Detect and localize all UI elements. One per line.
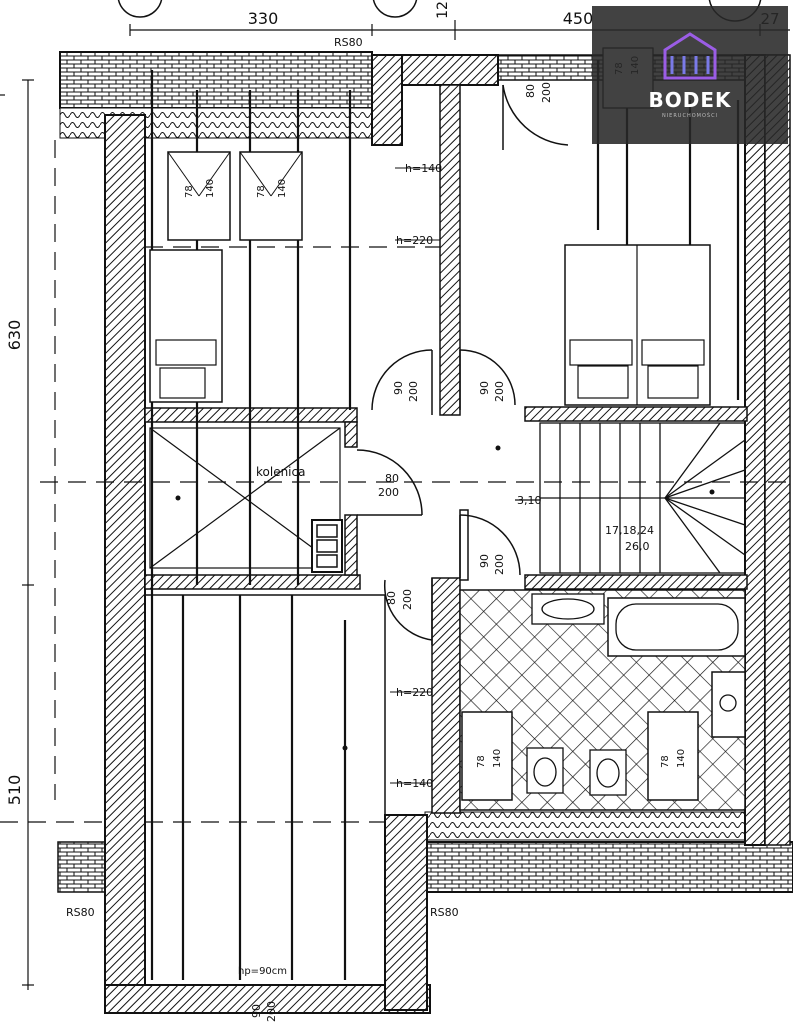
left-dimension-line [0, 79, 34, 990]
window-3-label: 78 [476, 755, 487, 768]
rs80-top-label: RS80 [334, 36, 363, 49]
door-4-height: 200 [378, 486, 399, 499]
house-logo-icon [663, 32, 717, 80]
door-4-width: 80 [385, 472, 399, 485]
boiler [711, 671, 746, 738]
window-1-label: 78 [184, 185, 195, 198]
bed-left [149, 249, 223, 403]
door-2-height: 200 [407, 381, 420, 402]
bidet [589, 749, 627, 796]
window-4-label-h: 140 [676, 749, 687, 768]
window-4-label: 78 [660, 755, 671, 768]
door-5-width: 90 [478, 554, 491, 568]
logo-tagline: NIERUCHOMOŚCI [661, 113, 719, 119]
h140-upper-label: h=140 [405, 162, 442, 175]
window-2-label-h: 140 [277, 179, 288, 198]
roof-window-4 [647, 711, 699, 801]
window-3-label-h: 140 [492, 749, 503, 768]
roof-window-2 [239, 151, 303, 241]
kolenica-label: kolenica [256, 465, 305, 479]
door-7-height: 200 [265, 1001, 278, 1022]
chimney [311, 519, 343, 573]
roof-window-3 [461, 711, 513, 801]
rs80-bottom-left-label: RS80 [66, 906, 95, 919]
dim-top-partial: 12 [435, 1, 451, 19]
stairs-steps-label: 17,18,24 [605, 524, 654, 537]
bed-right [564, 244, 711, 406]
watermark-logo: BODEK NIERUCHOMOŚCI [592, 6, 788, 144]
dim-left-upper: 630 [5, 320, 24, 351]
rs80-bottom-right-label: RS80 [430, 906, 459, 919]
h140-lower-label: h=140 [396, 777, 433, 790]
door-2-width: 90 [392, 381, 405, 395]
h220-upper-label: h=220 [396, 234, 433, 247]
toilet [526, 747, 564, 794]
stairs [515, 422, 746, 574]
bathtub [607, 597, 746, 657]
stairs-height-label: 3,10 [517, 494, 542, 507]
exterior-walls [104, 54, 791, 1014]
door-6-height: 200 [401, 589, 414, 610]
logo-name: BODEK [648, 88, 732, 112]
door-7-width: 90 [250, 1004, 263, 1018]
interior-walls [144, 84, 748, 814]
window-1-label-h: 140 [205, 179, 216, 198]
window-2-label: 78 [256, 185, 267, 198]
door-swings [356, 84, 569, 645]
hp90-label: hp=90cm [238, 966, 287, 977]
lower-left-room [144, 594, 386, 986]
dim-top-left: 330 [248, 9, 279, 28]
door-3-height: 200 [493, 381, 506, 402]
reference-dots [175, 445, 715, 751]
door-5-height: 200 [493, 554, 506, 575]
dim-top-right: 450 [563, 9, 594, 28]
door-1-width: 80 [524, 84, 537, 98]
wardrobe-left [149, 427, 341, 569]
roof-window-1 [167, 151, 231, 241]
h220-lower-label: h=220 [396, 686, 433, 699]
washbasin [531, 593, 605, 625]
stairs-run-label: 26,0 [625, 540, 650, 553]
door-3-width: 90 [478, 381, 491, 395]
door-6-width: 80 [385, 591, 398, 605]
door-1-height: 200 [540, 82, 553, 103]
dim-left-lower: 510 [5, 775, 24, 806]
